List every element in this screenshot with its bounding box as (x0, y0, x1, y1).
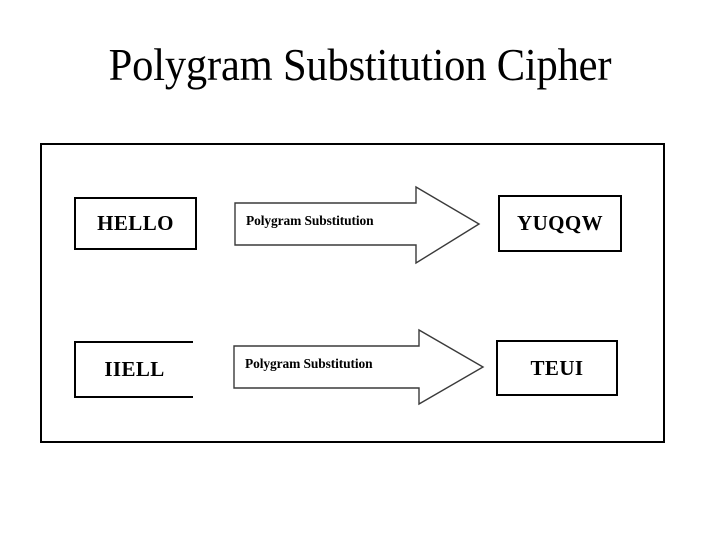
substitution-arrow-row-1 (234, 185, 484, 266)
ciphertext-box-row-2: TEUI (496, 340, 618, 396)
arrow-right-icon (233, 328, 485, 406)
diagram-frame: HELLO Polygram Substitution YUQQW IIELL … (40, 143, 665, 443)
plaintext-box-row-2: IIELL (74, 341, 193, 398)
substitution-arrow-row-2 (233, 328, 485, 409)
page-title: Polygram Substitution Cipher (108, 40, 612, 90)
plaintext-box-row-1: HELLO (74, 197, 197, 250)
substitution-arrow-label-row-2: Polygram Substitution (245, 357, 373, 372)
arrow-right-icon (234, 185, 481, 265)
ciphertext-box-row-1: YUQQW (498, 195, 622, 252)
substitution-arrow-label-row-1: Polygram Substitution (246, 214, 374, 229)
